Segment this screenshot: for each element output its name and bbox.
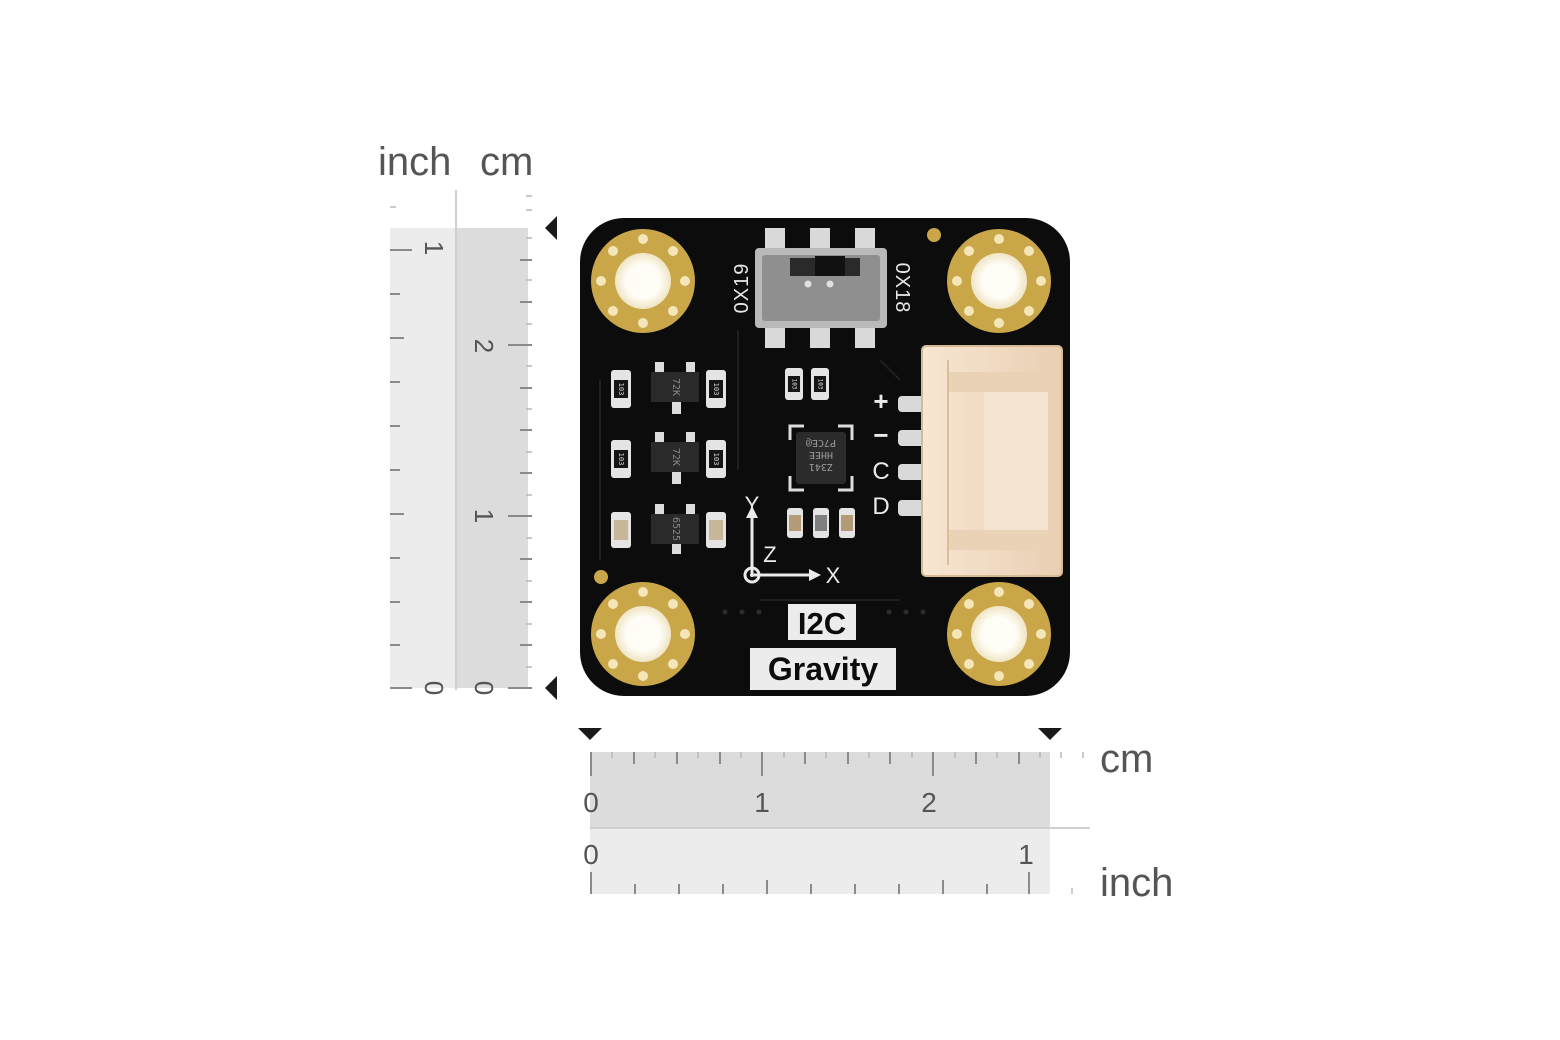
transistor-q2-marking: 72K [670,448,681,466]
vertical-ruler: 0 1 0 1 2 inch cm [378,140,557,700]
right-bound-arrow-icon [1038,728,1062,740]
transistor-q1: 72K [651,362,699,414]
resistor-r6: 103 [811,368,829,400]
cm-tick-label-2: 2 [469,339,499,353]
cm-tick-label-2-h: 2 [921,787,937,818]
chip-marking-line-3: Z341 [809,461,833,472]
horizontal-inch-label: inch [1100,861,1173,905]
vertical-inch-label: inch [378,140,451,184]
cm-tick-label-0: 0 [469,681,499,695]
resistor-r3-marking: 103 [617,453,625,466]
fiducial-bottom [594,570,608,584]
inch-scale-band [390,228,456,688]
mounting-hole-bl [591,582,695,686]
resistor-r4-marking: 103 [712,453,720,466]
inch-tick-label-1: 1 [419,241,449,255]
axis-z-label: Z [763,542,776,567]
cm-scale-band [456,228,528,688]
chip-marking-line-2: HHEE [809,449,833,460]
svg-text:I2C: I2C [798,606,846,641]
fiducial-top [927,228,941,242]
mounting-hole-br [947,582,1051,686]
svg-text:Gravity: Gravity [768,651,878,687]
i2c-label: I2C [788,604,856,641]
top-bound-arrow-icon [545,216,557,240]
resistor-r2-marking: 103 [712,383,720,396]
inch-tick-label-0: 0 [419,681,449,695]
resistor-r6-marking: 103 [817,379,824,390]
left-bound-arrow-icon [578,728,602,740]
transistor-q2: 72K [651,432,699,484]
address-switch[interactable] [755,228,887,348]
inch-tick-label-1-h: 1 [1018,839,1034,870]
horizontal-cm-label: cm [1100,737,1153,781]
inch-tick-marks-h [590,872,1030,894]
pin-label-clock: C [872,458,889,485]
resistor-r3: 103 [611,440,631,478]
resistor-r5: 103 [785,368,803,400]
cm-scale-band-h [590,752,1050,828]
horizontal-ruler: 0 1 2 0 1 cm inch [578,728,1173,905]
bottom-bound-arrow-icon [545,676,557,700]
gravity-brand-label: Gravity [750,648,896,690]
magnetometer-chip: P7CE@ HHEE Z341 [788,424,854,492]
pin-label-gnd: − [873,420,888,450]
cm-tick-label-1-h: 1 [754,787,770,818]
resistor-r5-marking: 103 [791,379,798,390]
address-label-0x19: 0X19 [731,263,753,314]
regulator-marking: 6525 [670,517,681,541]
resistor-r1-marking: 103 [617,383,625,396]
inch-tick-label-0-h: 0 [583,839,599,870]
cm-tick-marks-h [590,752,1020,776]
vertical-cm-label: cm [480,140,533,184]
inch-tick-marks [390,249,412,689]
capacitor-c2 [706,512,726,548]
resistor-r4: 103 [706,440,726,478]
address-label-0x18: 0X18 [891,263,913,314]
mounting-hole-tr [947,229,1051,333]
cm-tick-marks [508,259,532,689]
regulator-u1: 6525 [651,504,699,554]
cm-tick-label-1: 1 [469,509,499,523]
pin-label-vcc: + [873,386,888,416]
axis-indicator [743,506,821,584]
gravity-connector[interactable] [921,345,1063,577]
mounting-hole-tl [591,229,695,333]
resistor-r1: 103 [611,370,631,408]
transistor-q1-marking: 72K [670,378,681,396]
cm-tick-label-0-h: 0 [583,787,599,818]
sensor-board: 0X19 0X18 103 103 72K 103 103 [580,218,1070,696]
inch-scale-band-h [590,828,1050,894]
capacitor-c1 [611,512,631,548]
axis-x-label: X [826,563,841,588]
axis-y-label: Y [745,492,760,517]
chip-marking-line-1: P7CE@ [806,437,836,448]
resistor-r2: 103 [706,370,726,408]
capacitor-row [787,508,855,538]
pin-label-data: D [872,493,889,520]
